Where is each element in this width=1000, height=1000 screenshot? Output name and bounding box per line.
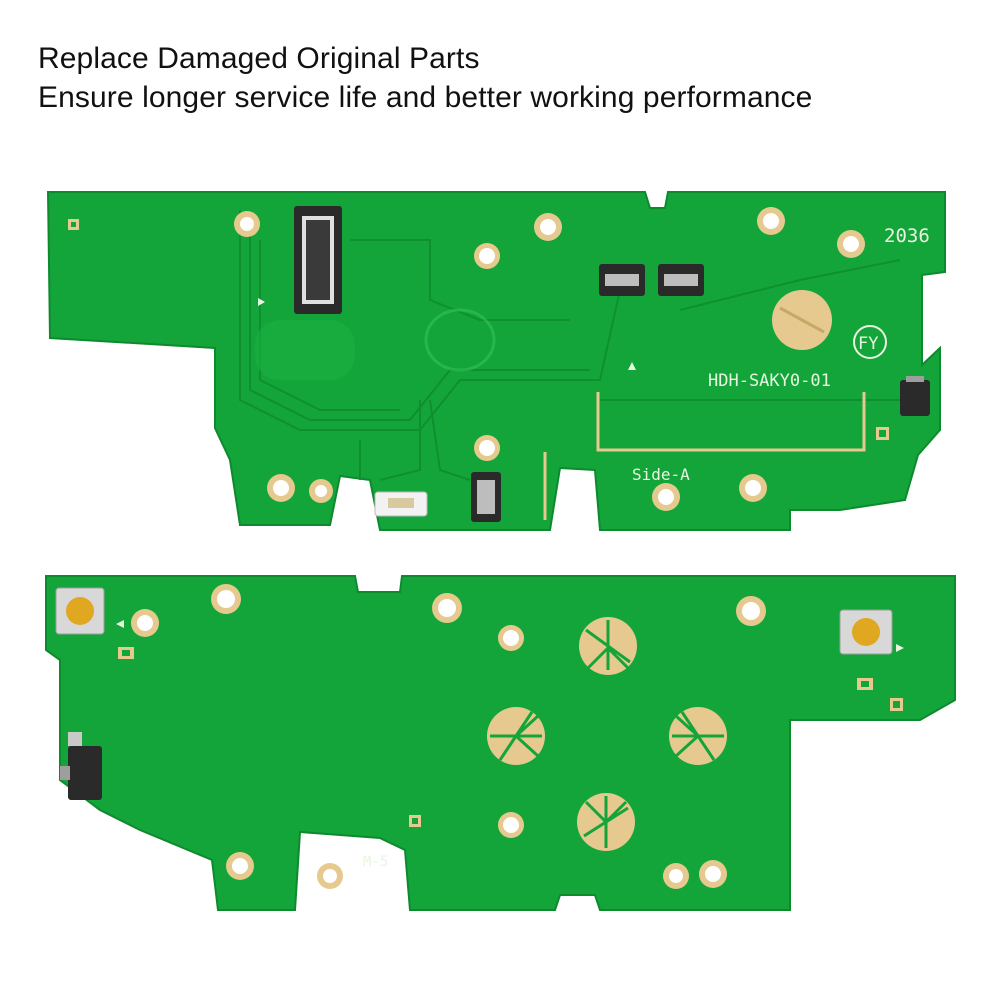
tact-switch-left	[55, 587, 105, 635]
connector-vertical	[471, 472, 501, 522]
logo-watermark	[424, 308, 496, 372]
board-side-label: Side-A	[632, 465, 690, 484]
connector-white	[374, 491, 428, 517]
gold-contact-pad	[772, 290, 832, 350]
board-mark-label-bottom: M-5	[363, 854, 388, 870]
pcb-board-top: 2036 HDH-SAKY0-01 FY Side-A	[46, 191, 946, 531]
side-switch	[900, 376, 930, 416]
button-contact-left	[487, 707, 545, 765]
tact-switch-right	[839, 609, 893, 655]
headline-line-1: Replace Damaged Original Parts	[38, 42, 480, 75]
mounting-holes-bottom	[131, 584, 766, 889]
pcb-board-bottom: M-5	[45, 575, 956, 911]
mounting-holes	[234, 207, 865, 511]
top-board-outline	[46, 191, 946, 531]
gold-frame-outline	[596, 392, 866, 452]
traces	[239, 210, 901, 481]
fpc-connector-main	[294, 206, 342, 314]
board-mark-label: FY	[858, 334, 878, 354]
ground-plane-light	[255, 320, 355, 380]
button-contact-right	[669, 707, 727, 765]
button-contact-bottom	[577, 793, 635, 851]
side-switch-bottom	[60, 732, 102, 800]
headline-line-2: Ensure longer service life and better wo…	[38, 81, 813, 114]
connector-small-2	[658, 264, 704, 296]
board-code-label: 2036	[884, 225, 930, 247]
button-contact-top	[579, 617, 637, 675]
board-model-label: HDH-SAKY0-01	[708, 371, 831, 391]
connector-small-1	[599, 264, 645, 296]
